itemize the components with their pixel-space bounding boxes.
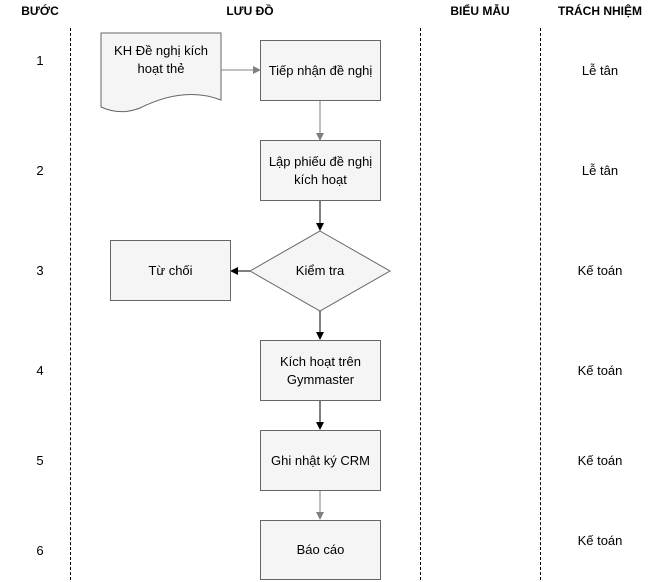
- process-reject: Từ chối: [110, 240, 231, 301]
- document-label: KH Đề nghị kích hoạt thẻ: [114, 43, 208, 76]
- responsibility-step-3: Kế toán: [577, 263, 623, 278]
- process-create-form: Lập phiếu đề nghị kích hoạt: [260, 140, 381, 201]
- decision-label: Kiểm tra: [295, 263, 345, 278]
- process-report: Báo cáo: [260, 520, 381, 580]
- separator-flow-form: [420, 28, 421, 580]
- responsibility-step-2: Lễ tân: [581, 163, 619, 178]
- document-shape: [100, 32, 222, 113]
- step-number-1: 1: [36, 53, 44, 68]
- step-number-6: 6: [36, 543, 44, 558]
- header-flow: LƯU ĐỒ: [226, 4, 274, 18]
- separator-form-responsibility: [540, 28, 541, 580]
- process-receive-request: Tiếp nhận đề nghị: [260, 40, 381, 101]
- responsibility-step-6: Kế toán: [577, 533, 623, 548]
- step-number-5: 5: [36, 453, 44, 468]
- step-number-3: 3: [36, 263, 44, 278]
- step-number-4: 4: [36, 363, 44, 378]
- separator-step-flow: [70, 28, 71, 580]
- header-step: BƯỚC: [21, 4, 59, 18]
- responsibility-step-1: Lễ tân: [581, 63, 619, 78]
- header-responsibility: TRÁCH NHIỆM: [558, 4, 642, 18]
- step-number-2: 2: [36, 163, 44, 178]
- responsibility-step-4: Kế toán: [577, 363, 623, 378]
- header-form: BIỂU MẪU: [450, 4, 510, 18]
- responsibility-step-5: Kế toán: [577, 453, 623, 468]
- process-activate-gymmaster: Kích hoạt trên Gymmaster: [260, 340, 381, 401]
- process-log-crm: Ghi nhật ký CRM: [260, 430, 381, 491]
